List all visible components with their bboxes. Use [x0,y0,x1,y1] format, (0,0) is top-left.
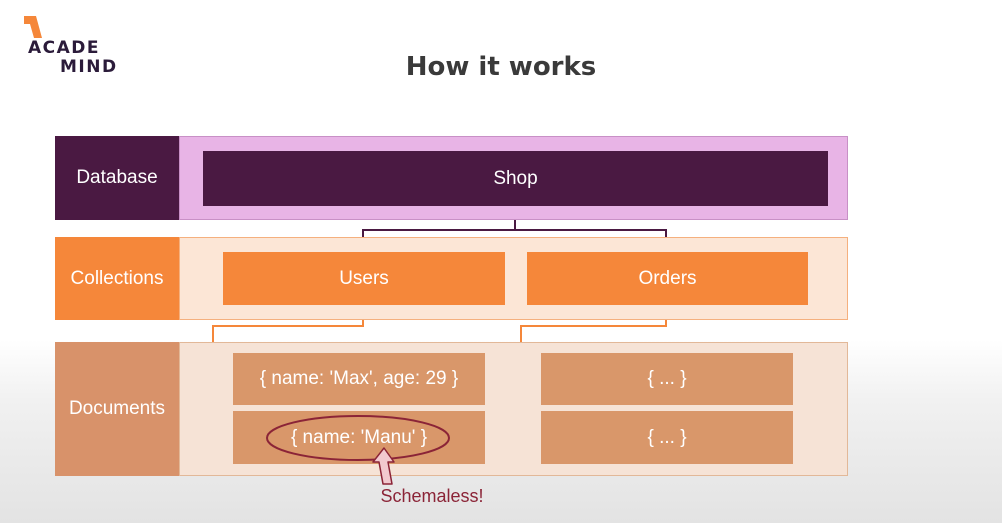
documents-row-label: Documents [55,342,179,476]
logo-text-bottom: MIND [60,57,118,77]
users-collection-box: Users [223,252,505,305]
user-document-manu: { name: 'Manu' } [233,411,485,464]
user-document-max: { name: 'Max', age: 29 } [233,353,485,405]
collections-row-label: Collections [55,237,179,320]
logo-flag-icon [24,16,42,38]
shop-database-box: Shop [203,151,828,206]
order-document-1: { ... } [541,353,793,405]
highlight-ellipse [266,415,450,461]
schemaless-label: Schemaless! [380,486,484,506]
database-row-label: Database [55,136,179,220]
order-document-2: { ... } [541,411,793,464]
up-arrow-icon [372,447,395,485]
slide-title: How it works [405,52,597,82]
academind-logo: ACADE MIND [22,14,132,84]
logo-text-top: ACADE [28,38,101,58]
orders-collection-box: Orders [527,252,808,305]
